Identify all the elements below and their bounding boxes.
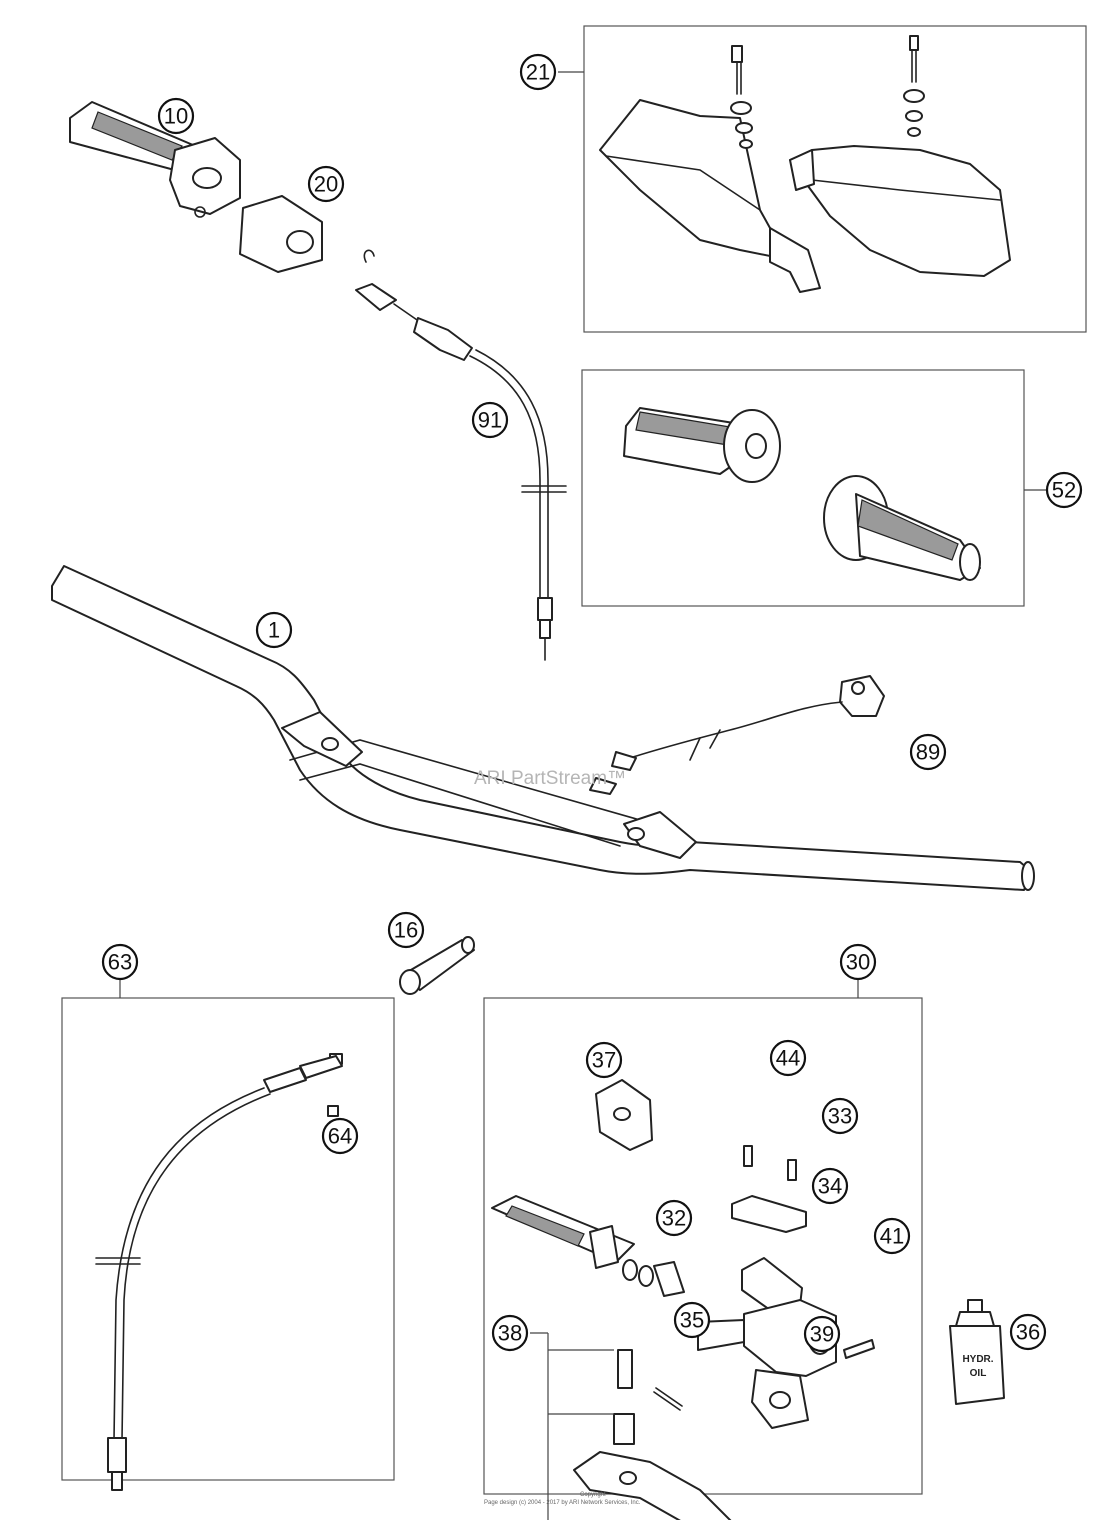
throttle-grip (69, 101, 241, 218)
callout-89[interactable]: 89 (909, 733, 947, 771)
callout-64[interactable]: 64 (321, 1117, 359, 1155)
copyright-line2: Page design (c) 2004 - 2017 by ARI Netwo… (484, 1500, 641, 1506)
copyright-line1: Copyright (580, 1492, 606, 1498)
svg-text:10: 10 (164, 104, 188, 129)
svg-text:32: 32 (662, 1206, 686, 1231)
svg-text:20: 20 (314, 172, 338, 197)
svg-text:1: 1 (268, 618, 280, 643)
leader-lines (119, 71, 1046, 998)
svg-text:89: 89 (916, 740, 940, 765)
callout-30[interactable]: 30 (839, 943, 877, 981)
callout-37[interactable]: 37 (585, 1041, 623, 1079)
callout-10[interactable]: 10 (157, 97, 195, 135)
callout-21[interactable]: 21 (519, 53, 557, 91)
callout-39[interactable]: 39 (803, 1315, 841, 1353)
group-box-63 (61, 997, 395, 1481)
callout-33[interactable]: 33 (821, 1097, 859, 1135)
callout-52[interactable]: 52 (1045, 471, 1083, 509)
handguard-hardware (730, 35, 925, 149)
grip-left (623, 407, 781, 483)
svg-text:91: 91 (478, 408, 502, 433)
callout-35[interactable]: 35 (673, 1301, 711, 1339)
callout-16[interactable]: 16 (387, 911, 425, 949)
group-box-52 (581, 369, 1025, 607)
throttle-cover (239, 195, 323, 273)
svg-text:21: 21 (526, 60, 550, 85)
svg-text:39: 39 (810, 1322, 834, 1347)
callout-20[interactable]: 20 (307, 165, 345, 203)
svg-text:44: 44 (776, 1046, 800, 1071)
handlebar (51, 565, 1035, 891)
clutch-cable (95, 1053, 343, 1491)
group-box-21 (583, 25, 1087, 333)
callout-36[interactable]: 36 (1009, 1313, 1047, 1351)
hydraulic-oil-bottle: HYDR. OIL (949, 1299, 1005, 1405)
callout-44[interactable]: 44 (769, 1039, 807, 1077)
bottle-label-line1: HYDR. (962, 1354, 993, 1365)
svg-text:30: 30 (846, 950, 870, 975)
callout-32[interactable]: 32 (655, 1199, 693, 1237)
handguard-left (599, 99, 821, 293)
bottle-label-line2: OIL (970, 1368, 987, 1379)
handguard-right (789, 145, 1011, 277)
callout-38[interactable]: 38 (491, 1314, 529, 1352)
callout-91[interactable]: 91 (471, 401, 509, 439)
svg-text:63: 63 (108, 950, 132, 975)
callout-1[interactable]: 1 (255, 611, 293, 649)
bar-end-cap (399, 936, 475, 995)
throttle-cable (355, 249, 567, 661)
callout-34[interactable]: 34 (811, 1167, 849, 1205)
svg-text:16: 16 (394, 918, 418, 943)
svg-text:33: 33 (828, 1104, 852, 1129)
callout-63[interactable]: 63 (101, 943, 139, 981)
svg-text:52: 52 (1052, 478, 1076, 503)
svg-text:35: 35 (680, 1308, 704, 1333)
svg-text:36: 36 (1016, 1320, 1040, 1345)
svg-text:38: 38 (498, 1321, 522, 1346)
grip-right (823, 475, 981, 581)
clutch-master-cylinder (491, 1079, 875, 1520)
svg-text:64: 64 (328, 1124, 352, 1149)
callout-41[interactable]: 41 (873, 1217, 911, 1255)
svg-text:41: 41 (880, 1224, 904, 1249)
watermark: ARI PartStream™ (474, 768, 626, 789)
kill-switch (589, 675, 885, 795)
leader-38 (530, 1332, 614, 1520)
svg-text:34: 34 (818, 1174, 842, 1199)
svg-text:37: 37 (592, 1048, 616, 1073)
group-box-30 (483, 997, 923, 1495)
